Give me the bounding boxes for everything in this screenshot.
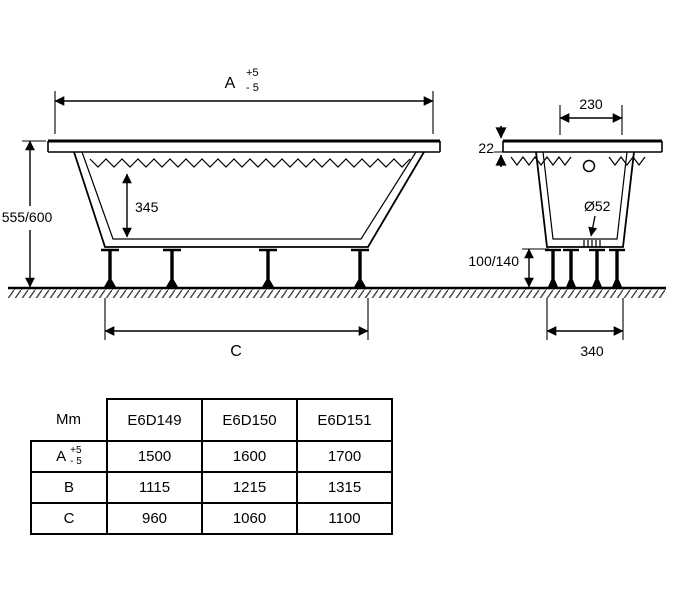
- side-view: A +5 - 5 555/600 345 C: [2, 67, 441, 360]
- column-header-e6d149: E6D149: [106, 398, 203, 442]
- cell-b-e6d151: 1315: [296, 471, 393, 504]
- row-a-tol-plus: +5: [70, 445, 82, 456]
- end-tub-outline: [502, 139, 663, 248]
- tub-leg: [609, 248, 625, 287]
- tub-leg: [259, 248, 277, 287]
- dimension-table: Mm E6D149 E6D150 E6D151 A +5 - 5 1500 16: [30, 398, 393, 535]
- dimension-depth: 345: [122, 173, 159, 238]
- overflow-hole: [582, 159, 596, 173]
- cell-a-e6d149: 1500: [106, 440, 203, 473]
- dimension-a: A +5 - 5: [54, 67, 434, 134]
- dim-drain-label: Ø52: [584, 198, 611, 214]
- dim-height-label: 555/600: [2, 209, 53, 225]
- waterline: [89, 158, 411, 168]
- table-row-a: A +5 - 5 1500 1600 1700: [30, 440, 393, 473]
- dim-a-label: A: [225, 75, 236, 92]
- dim-base-width-label: 340: [580, 343, 604, 359]
- row-label-c: C: [30, 502, 108, 535]
- table-header-row: Mm E6D149 E6D150 E6D151: [31, 398, 393, 442]
- cell-c-e6d149: 960: [106, 502, 203, 535]
- row-a-tol-minus: - 5: [70, 455, 82, 467]
- dimension-c: C: [104, 298, 369, 360]
- dim-leg-height-label: 100/140: [468, 253, 519, 269]
- row-a-tolerance: +5 - 5: [70, 445, 82, 467]
- drain-fitting: [583, 240, 601, 247]
- dim-a-tol-plus: +5: [246, 67, 259, 79]
- dimension-base-width: 340: [546, 298, 624, 359]
- waterline: [608, 156, 646, 166]
- column-header-e6d151: E6D151: [296, 398, 393, 442]
- bathtub-drawing: A +5 - 5 555/600 345 C: [2, 67, 666, 360]
- tub-leg: [545, 248, 561, 287]
- dimension-top-width: 230: [559, 96, 623, 135]
- tub-leg: [589, 248, 605, 287]
- dim-top-width-label: 230: [579, 96, 603, 112]
- dimension-drain-diameter: Ø52: [584, 198, 611, 237]
- end-view: 230 22 Ø52 100/140: [468, 96, 663, 359]
- dim-rim-thickness-label: 22: [478, 140, 494, 156]
- dimension-rim-thickness: 22: [478, 126, 507, 167]
- cell-c-e6d151: 1100: [296, 502, 393, 535]
- column-header-e6d150: E6D150: [201, 398, 298, 442]
- dim-c-label: C: [230, 343, 242, 360]
- table-row-b: B 1115 1215 1315: [30, 471, 393, 504]
- side-tub-outline: [47, 139, 441, 248]
- waterline: [510, 156, 572, 166]
- ground: [8, 286, 666, 298]
- cell-b-e6d150: 1215: [201, 471, 298, 504]
- row-label-a: A +5 - 5: [30, 440, 108, 473]
- cell-a-e6d150: 1600: [201, 440, 298, 473]
- row-label-b: B: [30, 471, 108, 504]
- unit-label: Mm: [56, 411, 81, 428]
- tub-leg: [101, 248, 119, 287]
- cell-c-e6d150: 1060: [201, 502, 298, 535]
- tub-leg: [163, 248, 181, 287]
- cell-a-e6d151: 1700: [296, 440, 393, 473]
- dim-a-tol-minus: - 5: [246, 82, 259, 94]
- dimension-leg-height: 100/140: [468, 248, 549, 288]
- row-a-letter: A: [56, 448, 67, 465]
- tub-leg: [351, 248, 369, 287]
- cell-b-e6d149: 1115: [106, 471, 203, 504]
- dimension-height: 555/600: [2, 140, 53, 288]
- tub-leg: [563, 248, 579, 287]
- dim-depth-label: 345: [135, 199, 159, 215]
- table-row-c: C 960 1060 1100: [30, 502, 393, 535]
